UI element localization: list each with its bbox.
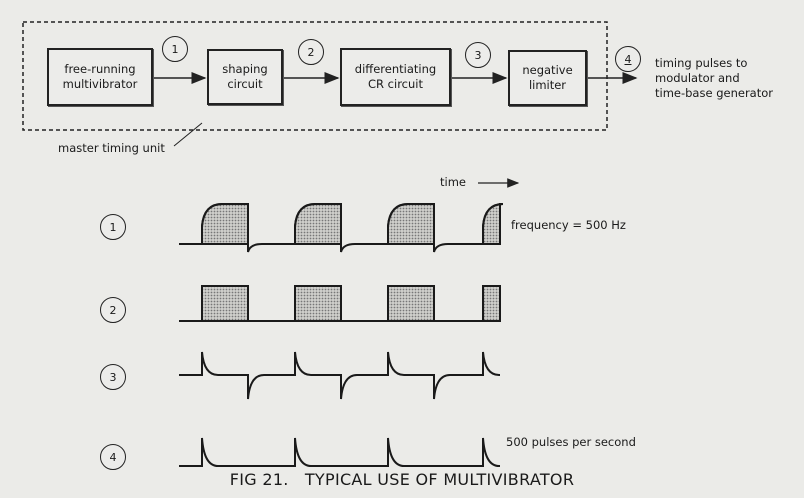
block-differentiating-cr-circuit: differentiating CR circuit [340, 48, 451, 106]
waveform-marker-2: 2 [100, 297, 126, 323]
block-negative-limiter: negative limiter [508, 50, 587, 106]
waveform-marker-4: 4 [100, 444, 126, 470]
waveform-3-trace [179, 351, 500, 400]
master-timing-unit-boundary [22, 21, 608, 131]
waveform-1-trace [179, 203, 504, 253]
output-label: timing pulses to modulator and time-base… [655, 56, 773, 100]
point-marker-3: 3 [465, 42, 491, 68]
waveform-marker-1: 1 [100, 214, 126, 240]
master-timing-unit-label: master timing unit [58, 141, 165, 155]
waveform-4-trace [179, 437, 500, 467]
waveform-2-trace [179, 285, 500, 322]
waveform-2-pulse-fill [482, 285, 501, 322]
time-axis-label: time [440, 175, 466, 189]
waveform-1-pulse-fill [482, 203, 504, 245]
frequency-annotation: frequency = 500 Hz [511, 218, 626, 232]
waveform-2-pulse-fill [294, 285, 342, 322]
point-marker-1: 1 [162, 36, 188, 62]
block-free-running-multivibrator: free-running multivibrator [47, 48, 153, 106]
pulse-rate-annotation: 500 pulses per second [506, 435, 636, 449]
group-leader-line [173, 122, 203, 147]
waveform-2-pulse-fill [387, 285, 435, 322]
waveform-2-pulse-fill [201, 285, 249, 322]
point-marker-2: 2 [298, 39, 324, 65]
point-marker-4: 4 [615, 46, 641, 72]
waveform-marker-3: 3 [100, 364, 126, 390]
block-shaping-circuit: shaping circuit [207, 49, 283, 105]
figure-caption: FIG 21. TYPICAL USE OF MULTIVIBRATOR [229, 470, 575, 489]
